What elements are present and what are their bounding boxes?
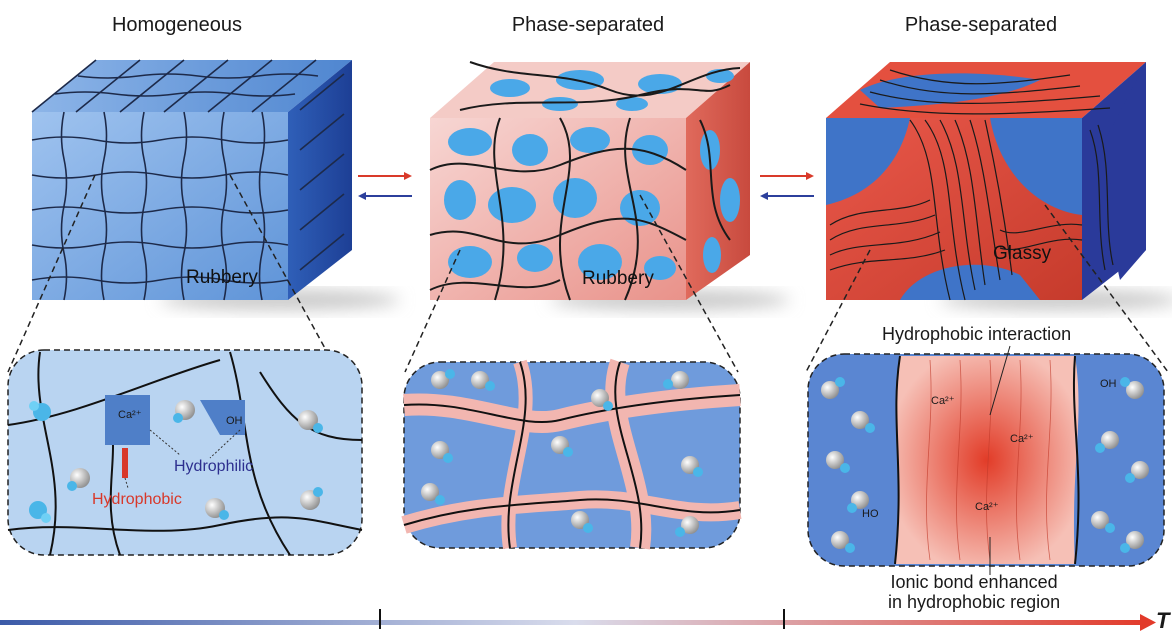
cube-label-glassy: Glassy: [993, 243, 1052, 264]
temperature-axis-label: T: [1156, 608, 1170, 633]
calcium-ion-label: Ca²⁺: [931, 395, 955, 407]
temperature-axis: [0, 609, 1156, 631]
hydrophobic-interaction-annotation: Hydrophobic interaction: [882, 324, 1072, 344]
zoom-guides: [7, 174, 1169, 373]
hydroxyl-label: OH: [1100, 378, 1117, 390]
cube-homogeneous: [31, 59, 352, 301]
cube-phase-separated-glassy: [826, 62, 1146, 301]
panel-title-homogeneous: Homogeneous: [111, 14, 243, 36]
cube-label-rubbery-2: Rubbery: [582, 268, 654, 289]
hydroxyl-label: OH: [226, 415, 243, 427]
equilibrium-arrows-1: [358, 172, 412, 200]
ionic-bond-annotation-line2: in hydrophobic region: [888, 592, 1061, 612]
hydrophilic-label: Hydrophilic: [174, 458, 254, 475]
ionic-bond-annotation-line1: Ionic bond enhanced: [890, 572, 1058, 592]
equilibrium-arrows-2: [760, 172, 814, 200]
calcium-ion-label: Ca²⁺: [975, 501, 999, 513]
calcium-ion-label: Ca²⁺: [118, 409, 142, 421]
zoom-panel-phase-separated-glassy: [807, 345, 1165, 575]
panel-title-phase-separated-1: Phase-separated: [511, 14, 665, 36]
water-molecule: [821, 377, 1149, 553]
hydroxyl-label: HO: [862, 508, 879, 520]
zoom-panel-homogeneous: [7, 349, 363, 556]
cube-label-rubbery-1: Rubbery: [186, 267, 258, 288]
calcium-ion-label: Ca²⁺: [1010, 433, 1034, 445]
ionic-bond-annotation: Ionic bond enhanced in hydrophobic regio…: [888, 572, 1060, 612]
zoom-panel-phase-separated-rubbery: [401, 358, 742, 550]
panel-title-phase-separated-2: Phase-separated: [904, 14, 1058, 36]
water-molecule: [29, 400, 323, 523]
cube-phase-separated-rubbery: [429, 61, 750, 301]
hydrophobic-label: Hydrophobic: [92, 491, 182, 508]
water-molecule: [421, 369, 703, 537]
